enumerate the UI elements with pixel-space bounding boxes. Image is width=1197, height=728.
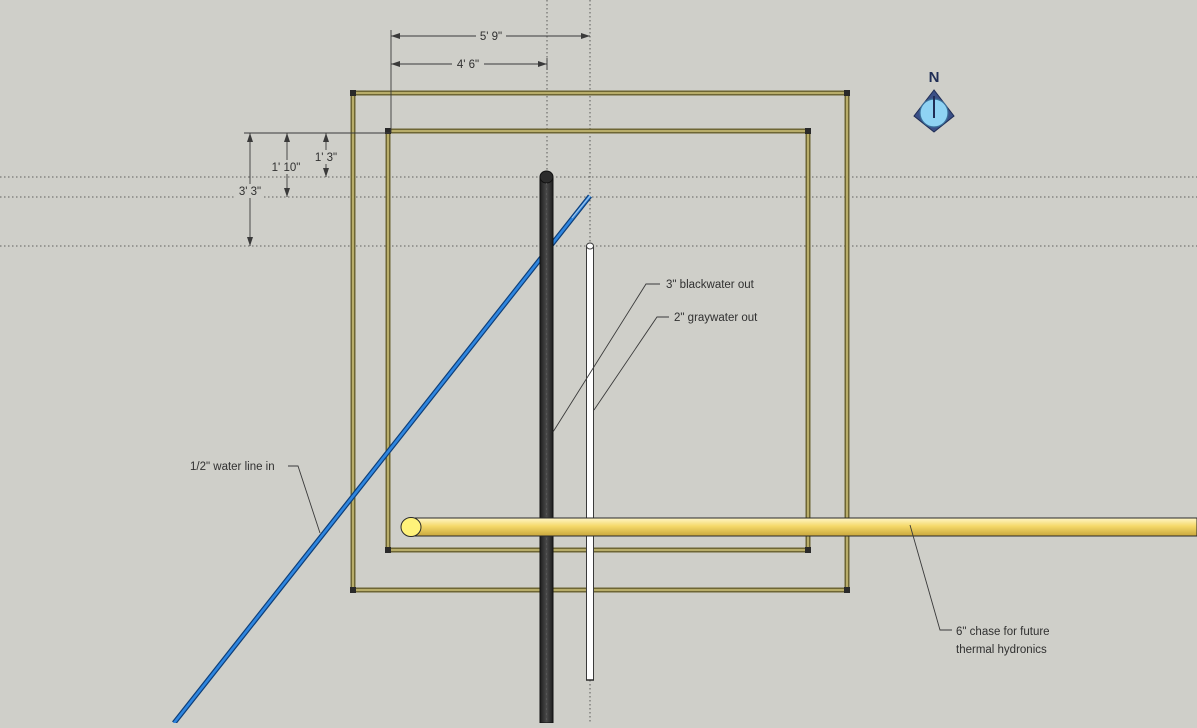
dim-1-10-bg (268, 160, 304, 174)
dim-1-3-label: 1' 3" (315, 152, 337, 164)
dim-4-6-label: 4' 6" (457, 59, 479, 71)
blackwater-pipe[interactable] (539, 170, 554, 724)
water-line-label: 1/2" water line in (190, 461, 275, 473)
graywater-pipe[interactable] (586, 242, 594, 681)
compass-north-letter: N (929, 69, 940, 86)
horizontal-dimensions (390, 30, 590, 133)
blackwater-label: 3" blackwater out (666, 279, 755, 291)
dim-1-3-bg (312, 150, 342, 164)
chase-label-line2: thermal hydronics (956, 644, 1047, 656)
outer-frame[interactable] (350, 90, 850, 593)
chase-pipe[interactable] (400, 517, 1197, 537)
vertical-dimensions (244, 132, 390, 246)
graywater-label: 2" graywater out (674, 312, 758, 324)
chase-label-line1: 6" chase for future (956, 626, 1050, 638)
dim-4-6-bg (452, 57, 484, 71)
dim-3-3-label: 3' 3" (239, 186, 261, 198)
north-arrow-icon: N (913, 69, 955, 133)
inner-frame[interactable] (385, 128, 811, 553)
dim-5-9-bg (476, 29, 506, 43)
leader-lines (288, 283, 952, 631)
dim-3-3-bg (236, 184, 264, 198)
water-line-pipe[interactable] (172, 194, 592, 725)
dim-1-10-label: 1' 10" (272, 162, 301, 174)
dim-5-9-label: 5' 9" (480, 31, 502, 43)
